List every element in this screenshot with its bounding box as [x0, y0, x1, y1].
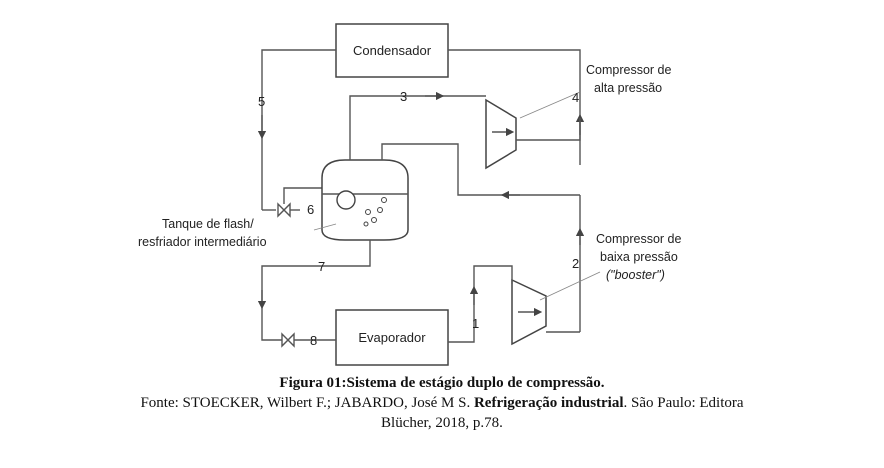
high-compressor-label-1: Compressor de [586, 63, 671, 77]
line-5 [261, 49, 336, 210]
state-6: 6 [307, 202, 314, 217]
high-pressure-compressor [485, 98, 517, 170]
state-2: 2 [572, 256, 579, 271]
state-8: 8 [310, 333, 317, 348]
line-2-return [381, 143, 580, 196]
flash-tank-label-2: resfriador intermediário [138, 235, 267, 249]
condenser-label: Condensador [353, 43, 432, 58]
figure-caption-source: Fonte: STOECKER, Wilbert F.; JABARDO, Jo… [0, 393, 884, 413]
state-7: 7 [318, 259, 325, 274]
source-suffix: . São Paulo: Editora [623, 395, 744, 411]
flash-tank-label-1: Tanque de flash/ [162, 217, 254, 231]
flash-tank [321, 159, 409, 241]
state-3: 3 [400, 89, 407, 104]
figure-caption-title: Figura 01:Sistema de estágio duplo de co… [279, 375, 605, 391]
low-compressor-label-3: ("booster") [606, 268, 665, 282]
state-1: 1 [472, 316, 479, 331]
low-compressor-label-2: baixa pressão [600, 250, 678, 264]
figure-caption-source-line2: Blücher, 2018, p.78. [381, 415, 503, 431]
source-prefix: Fonte: STOECKER, Wilbert F.; JABARDO, Jo… [140, 395, 474, 411]
line-1 [448, 265, 513, 343]
evaporator-box [335, 309, 449, 366]
condenser-box [335, 23, 449, 78]
line-7 [261, 240, 371, 341]
evaporator-label: Evaporador [358, 330, 426, 345]
source-book-title: Refrigeração industrial [473, 395, 624, 411]
line-3 [349, 95, 486, 160]
state-5: 5 [258, 94, 265, 109]
expansion-valve-6 [277, 202, 291, 218]
state-4: 4 [572, 90, 579, 105]
low-compressor-label-1: Compressor de [596, 232, 681, 246]
high-compressor-label-2: alta pressão [594, 81, 662, 95]
expansion-valve-8 [281, 332, 295, 348]
